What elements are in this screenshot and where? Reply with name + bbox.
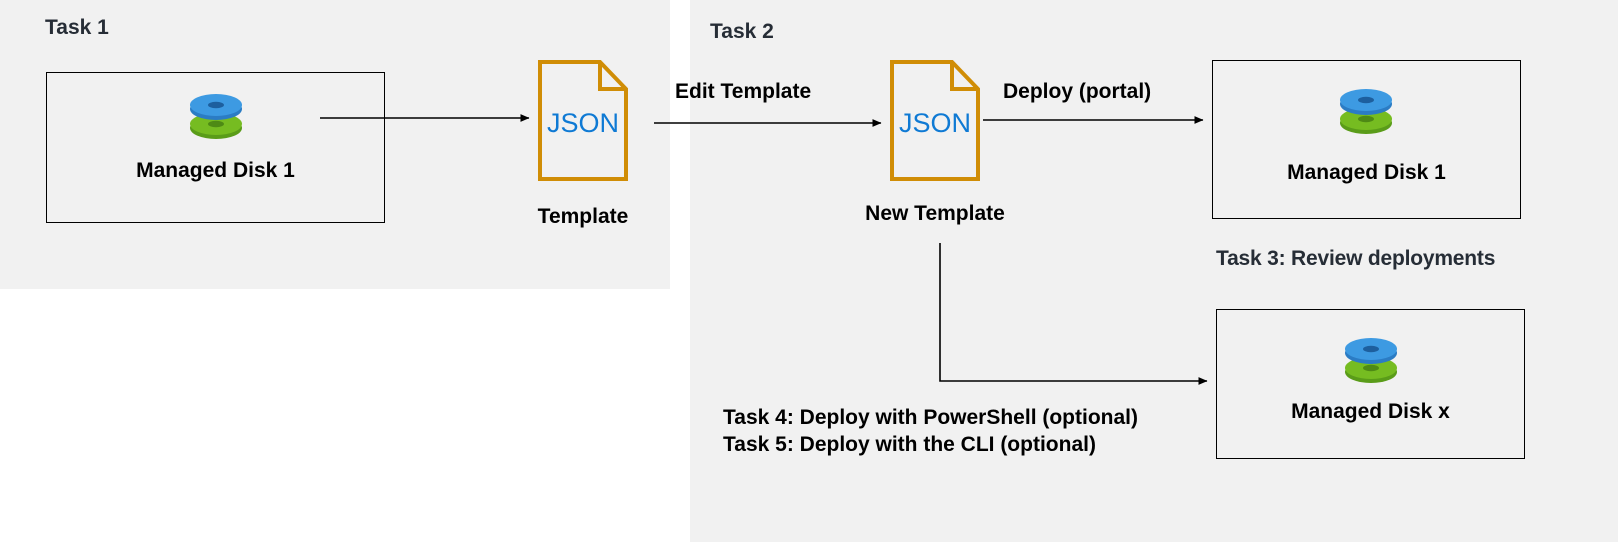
- managed-disk-icon: [1341, 332, 1401, 390]
- managed-disk-x-label: Managed Disk x: [1291, 400, 1450, 423]
- managed-disk-1-label-left: Managed Disk 1: [136, 159, 295, 182]
- managed-disk-1-label-right: Managed Disk 1: [1287, 161, 1446, 184]
- connector-label-edit-template: Edit Template: [675, 80, 812, 103]
- json-file-icon: JSON: [538, 60, 628, 181]
- new-template-caption: New Template: [865, 202, 1005, 225]
- managed-disk-1-box-right: [1212, 60, 1521, 219]
- task5-label: Task 5: Deploy with the CLI (optional): [723, 433, 1096, 457]
- managed-disk-x-box: [1216, 309, 1525, 459]
- json-icon-text: JSON: [547, 108, 619, 138]
- task1-panel: [0, 0, 670, 289]
- task2-title: Task 2: [710, 20, 774, 43]
- task1-title: Task 1: [45, 16, 109, 39]
- managed-disk-icon: [1336, 83, 1396, 141]
- template-caption: Template: [537, 205, 629, 228]
- managed-disk-1-box-left: [46, 72, 385, 223]
- optional-tasks-block: Task 4: Deploy with PowerShell (optional…: [723, 404, 1138, 459]
- connector-label-deploy-portal: Deploy (portal): [1003, 80, 1152, 103]
- managed-disk-icon: [186, 88, 246, 146]
- task4-label: Task 4: Deploy with PowerShell (optional…: [723, 406, 1138, 429]
- task3-title: Task 3: Review deployments: [1216, 247, 1496, 270]
- json-icon-text: JSON: [899, 108, 971, 138]
- json-file-icon: JSON: [890, 60, 980, 181]
